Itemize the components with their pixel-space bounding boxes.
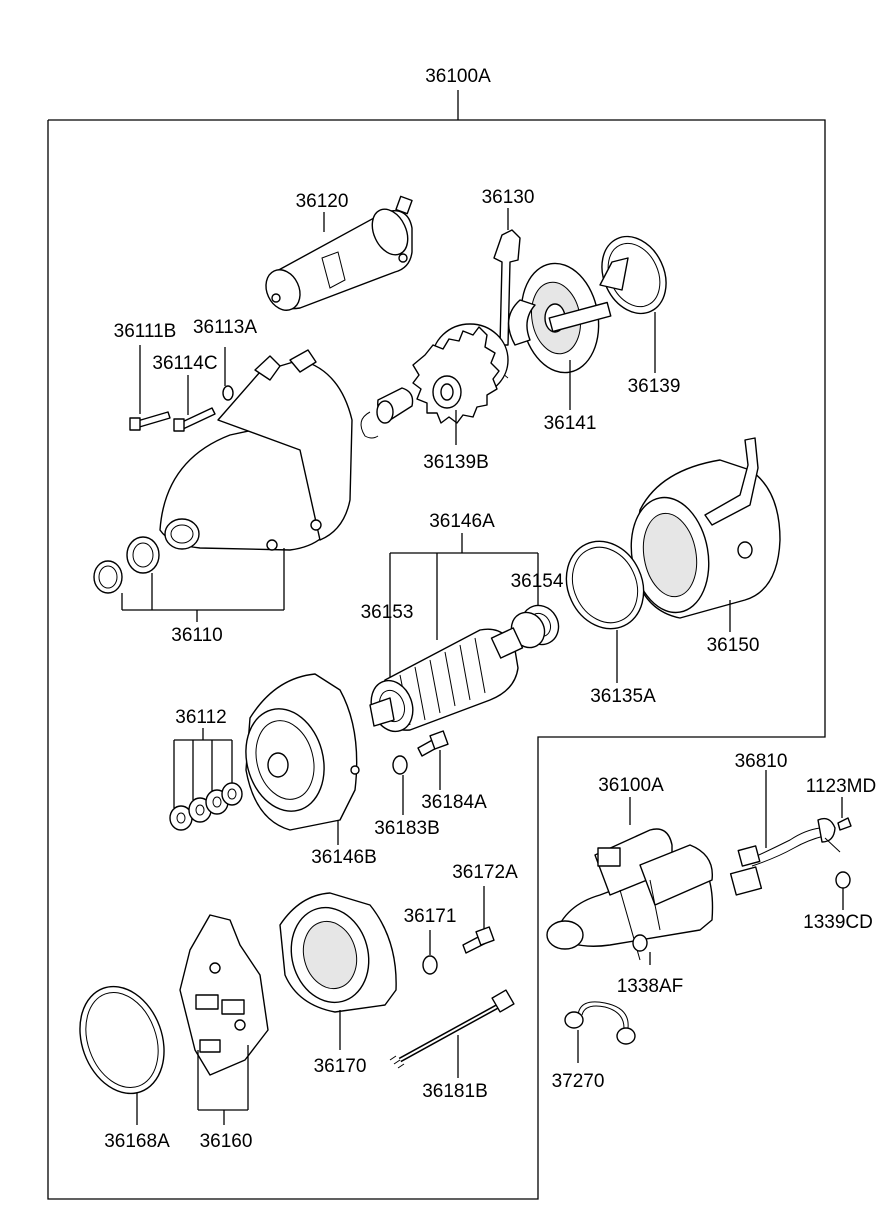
- label-brush-holder: 36160: [200, 1131, 253, 1152]
- solenoid-drawing: [265, 195, 413, 311]
- label-yoke: 36150: [707, 635, 760, 656]
- label-solenoid: 36120: [296, 191, 349, 212]
- label-bolt-36114c: 36114C: [152, 353, 217, 374]
- label-nut-1338af: 1338AF: [617, 976, 684, 997]
- bolt-washer-drawing: [392, 730, 449, 815]
- harness-drawing: [729, 817, 841, 896]
- pinion-gear-drawing: [360, 323, 509, 439]
- rear-housing-drawing: [279, 892, 397, 1013]
- label-assembly-inset: 36100A: [598, 775, 664, 796]
- rear-bolt-drawing: [422, 886, 495, 975]
- label-screw-1123md: 1123MD: [806, 776, 876, 797]
- front-housing-drawing: [93, 349, 353, 594]
- label-bolt-36172a: 36172A: [452, 862, 518, 883]
- label-rear-housing: 36170: [314, 1056, 367, 1077]
- label-pinion-cover: 36139: [628, 376, 681, 397]
- labels: 36100A 36120 36130 36111B 36113A 36114C …: [104, 66, 876, 1152]
- label-ring-36168a: 36168A: [104, 1131, 170, 1152]
- label-bearing: 36154: [511, 571, 564, 592]
- label-armature: 36153: [361, 602, 414, 623]
- assembly-frame: [47, 90, 826, 1200]
- label-bolt-36111b: 36111B: [114, 321, 177, 342]
- armature-drawing: [369, 627, 524, 733]
- label-armature-assy: 36146A: [429, 511, 495, 532]
- end-cover-drawing: [245, 673, 360, 831]
- label-cap-37270: 37270: [552, 1071, 605, 1092]
- label-end-cover: 36146B: [311, 847, 377, 868]
- label-harness: 36810: [735, 751, 788, 772]
- label-ring-36135a: 36135A: [590, 686, 656, 707]
- label-lever: 36130: [482, 187, 535, 208]
- label-washer-36183b: 36183B: [374, 818, 440, 839]
- brush-holder-leader: [197, 1045, 249, 1125]
- starter-assembly-drawing: [546, 828, 714, 961]
- label-assembly-top: 36100A: [425, 66, 491, 87]
- yoke-drawing: [630, 437, 781, 619]
- cap-drawing: [564, 1001, 636, 1063]
- brush-holder-drawing: [179, 914, 269, 1076]
- gear-housing-drawing: [507, 262, 612, 374]
- nut-small-drawing: [835, 871, 851, 910]
- label-shims: 36112: [175, 707, 226, 728]
- bolts-drawing: [129, 345, 234, 432]
- front-housing-leader: [121, 548, 285, 622]
- label-through-bolt: 36181B: [422, 1081, 488, 1102]
- large-ring-drawing: [79, 985, 165, 1095]
- nut-drawing: [632, 934, 651, 965]
- pinion-cover-drawing: [599, 235, 667, 315]
- through-bolt-drawing: [389, 989, 515, 1069]
- ring-drawing: [565, 540, 645, 630]
- label-washer-36113a: 36113A: [193, 317, 257, 338]
- label-pinion-gear: 36139B: [423, 452, 489, 473]
- armature-assy-leader: [389, 533, 539, 690]
- screw-drawing: [837, 797, 852, 831]
- label-front-housing: 36110: [171, 625, 222, 646]
- label-washer-36171: 36171: [404, 906, 457, 927]
- label-gear-housing: 36141: [544, 413, 597, 434]
- label-nut-1339cd: 1339CD: [803, 912, 873, 933]
- shims-drawing: [169, 728, 243, 831]
- label-bolt-36184a: 36184A: [421, 792, 487, 813]
